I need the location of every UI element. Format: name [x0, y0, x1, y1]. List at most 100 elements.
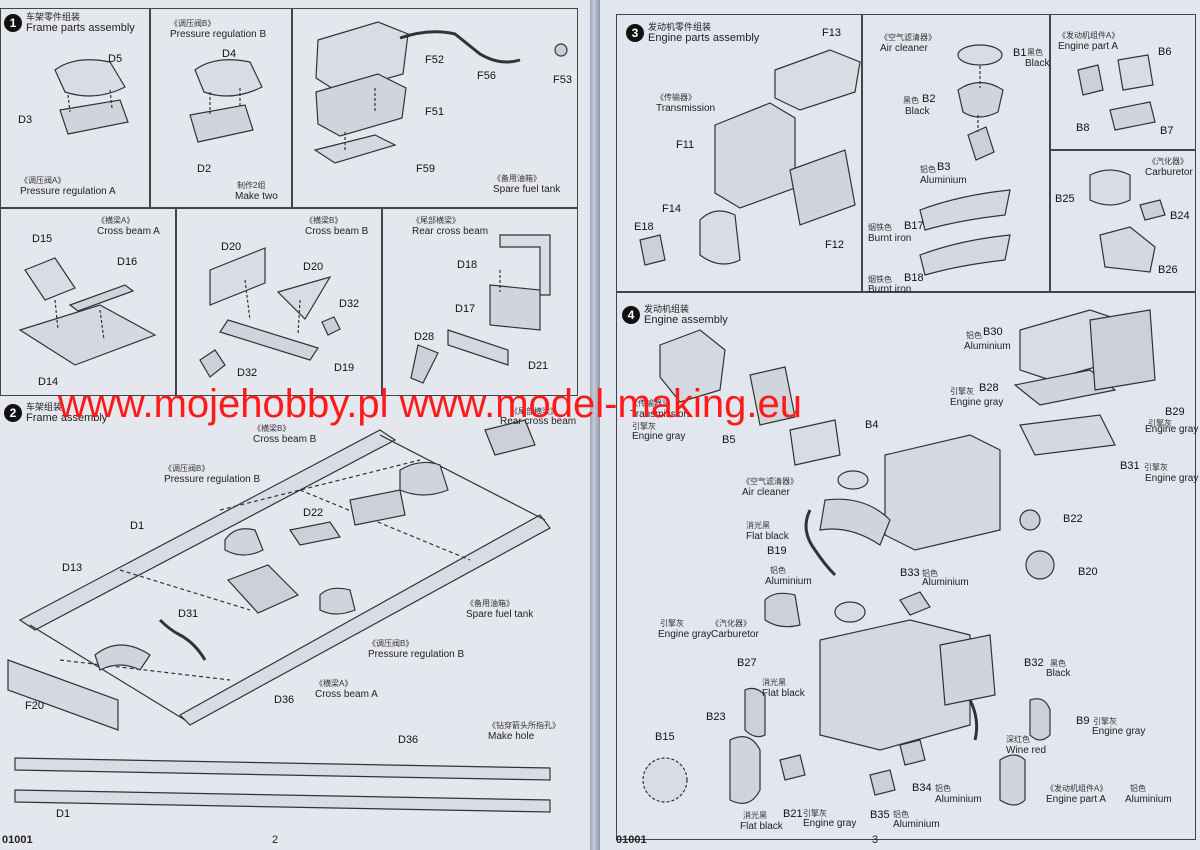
part-label: D1	[130, 520, 145, 532]
step-4-title-en: Engine assembly	[644, 314, 728, 326]
label-cn: 《汽化器》	[711, 619, 751, 628]
part-label: F53	[553, 74, 572, 86]
label-en: Air cleaner	[880, 43, 928, 54]
color-en: Burnt iron	[868, 284, 912, 295]
label-cn: 引擎灰	[660, 619, 684, 628]
part-label: F59	[416, 163, 435, 175]
part-label: B35	[870, 809, 890, 821]
left-page: 1 车架零件组装 Frame parts assembly D5 D3 《调压阀…	[0, 0, 590, 850]
color-cn: 铝色	[920, 165, 936, 174]
label-en: Carburetor	[711, 629, 759, 640]
step-2-badge: 2	[4, 404, 22, 422]
part-label: B25	[1055, 193, 1075, 205]
part-label: D36	[398, 734, 419, 746]
color-en: Aluminium	[893, 819, 940, 830]
color-en: Engine gray	[1145, 473, 1199, 484]
part-label: B17	[904, 220, 924, 232]
step-2-header: 2 车架组装 Frame assembly	[4, 402, 107, 424]
label-en: Spare fuel tank	[466, 609, 534, 620]
color-cn: 烟铁色	[868, 223, 892, 232]
color-cn: 黑色	[1050, 659, 1066, 668]
part-label: D15	[32, 233, 53, 245]
step-1-title-cn: 车架零件组装	[26, 12, 81, 22]
part-label: D22	[303, 507, 324, 519]
panel-caption-en: Cross beam A	[97, 226, 160, 237]
part-label: B18	[904, 272, 924, 284]
part-label: D19	[334, 362, 355, 374]
label-cn: 引擎灰	[632, 422, 656, 431]
label-en: Engine part A	[1046, 794, 1107, 805]
label-cn: 深红色	[1006, 735, 1030, 744]
color-cn: 铝色	[966, 331, 982, 340]
book-spine	[590, 0, 600, 850]
part-label: D32	[339, 298, 360, 310]
part-label: B23	[706, 711, 726, 723]
part-label: B26	[1158, 264, 1178, 276]
step-3-badge: 3	[626, 24, 644, 42]
color-en: Black	[905, 106, 930, 117]
color-cn: 消光黑	[762, 678, 786, 687]
product-code: 01001	[616, 834, 647, 846]
part-label: B5	[722, 434, 736, 446]
color-cn: 引擎灰	[803, 809, 827, 818]
step-4-header: 4 发动机组装 Engine assembly	[622, 304, 728, 326]
part-label: D13	[62, 562, 83, 574]
panel-caption-en: Pressure regulation A	[20, 186, 116, 197]
panel-caption-cn: 《备用油箱》	[493, 174, 541, 183]
panel-transmission	[616, 14, 862, 292]
label-en: Engine gray	[658, 629, 712, 640]
color-cn: 引擎灰	[1144, 463, 1168, 472]
step-1-title-en: Frame parts assembly	[26, 22, 135, 34]
part-label: B34	[912, 782, 932, 794]
color-en: Aluminium	[920, 175, 967, 186]
part-label: B9	[1076, 715, 1090, 727]
label-en: Cross beam B	[253, 434, 317, 445]
page-number: 3	[872, 834, 879, 846]
label-cn: 《传输器》	[656, 93, 696, 102]
color-cn: 黑色	[1027, 48, 1043, 57]
label-cn: 《发动机组件A》	[1046, 784, 1108, 793]
label-en: Pressure regulation B	[368, 649, 465, 660]
part-label: B30	[983, 326, 1003, 338]
part-label: B1	[1013, 47, 1027, 59]
label-cn: 《横梁A》	[315, 679, 353, 688]
label-en: Pressure regulation B	[164, 474, 261, 485]
left-drawings	[7, 21, 568, 813]
color-en: Aluminium	[765, 576, 812, 587]
part-label: B3	[937, 161, 951, 173]
color-en: Engine gray	[1145, 424, 1199, 435]
color-en: Flat black	[762, 688, 805, 699]
note-en: Make two	[235, 191, 278, 202]
label-cn: 《横梁B》	[253, 424, 291, 433]
watermark-text: www.mojehobby.pl www.model-making.eu	[58, 382, 803, 426]
part-label: D1	[56, 808, 71, 820]
part-label: B20	[1078, 566, 1098, 578]
part-label: B4	[865, 419, 879, 431]
part-label: F20	[25, 700, 44, 712]
panel-pressure-b	[150, 8, 292, 208]
part-label: B29	[1165, 406, 1185, 418]
color-en: Burnt iron	[868, 233, 912, 244]
part-label: F51	[425, 106, 444, 118]
part-label: F52	[425, 54, 444, 66]
label-cn: 《空气滤清器》	[742, 477, 798, 486]
part-label: D32	[237, 367, 258, 379]
part-label: D4	[222, 48, 237, 60]
color-cn: 引擎灰	[1148, 419, 1172, 428]
color-cn: 铝色	[893, 810, 909, 819]
label-en: Transmission	[630, 409, 690, 420]
label-en: Aluminium	[1125, 794, 1172, 805]
panel-cross-beam-a	[0, 208, 176, 396]
part-label: B8	[1076, 122, 1090, 134]
part-label: B6	[1158, 46, 1172, 58]
part-label: E18	[634, 221, 654, 233]
part-label: B21	[783, 808, 803, 820]
part-label: D36	[274, 694, 295, 706]
step-3-title-cn: 发动机零件组装	[648, 22, 712, 32]
part-label: B2	[922, 93, 936, 105]
part-label: B15	[655, 731, 675, 743]
panel-rear-cross-beam	[382, 208, 578, 396]
label-cn: 《空气滤清器》	[880, 33, 936, 42]
part-label: D20	[303, 261, 324, 273]
label-en: Flat black	[746, 531, 789, 542]
